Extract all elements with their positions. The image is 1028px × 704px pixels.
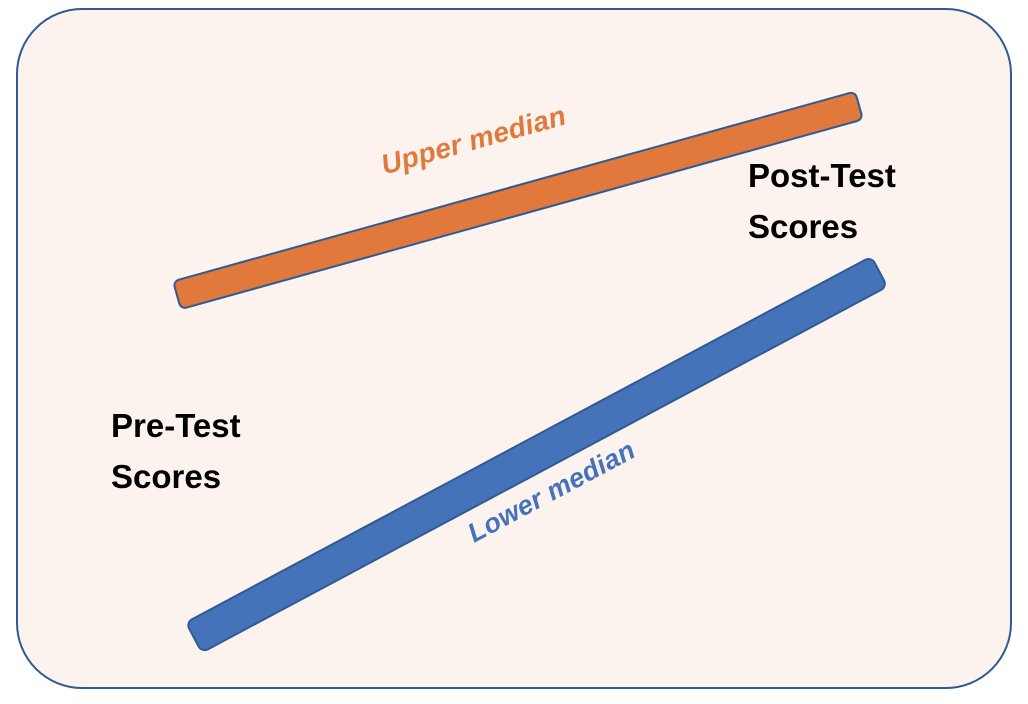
lower-median-bar — [184, 255, 889, 654]
diagram-frame — [16, 8, 1012, 689]
post-test-scores-label: Post-Test Scores — [748, 157, 896, 246]
pre-test-scores-label: Pre-Test Scores — [111, 407, 241, 496]
